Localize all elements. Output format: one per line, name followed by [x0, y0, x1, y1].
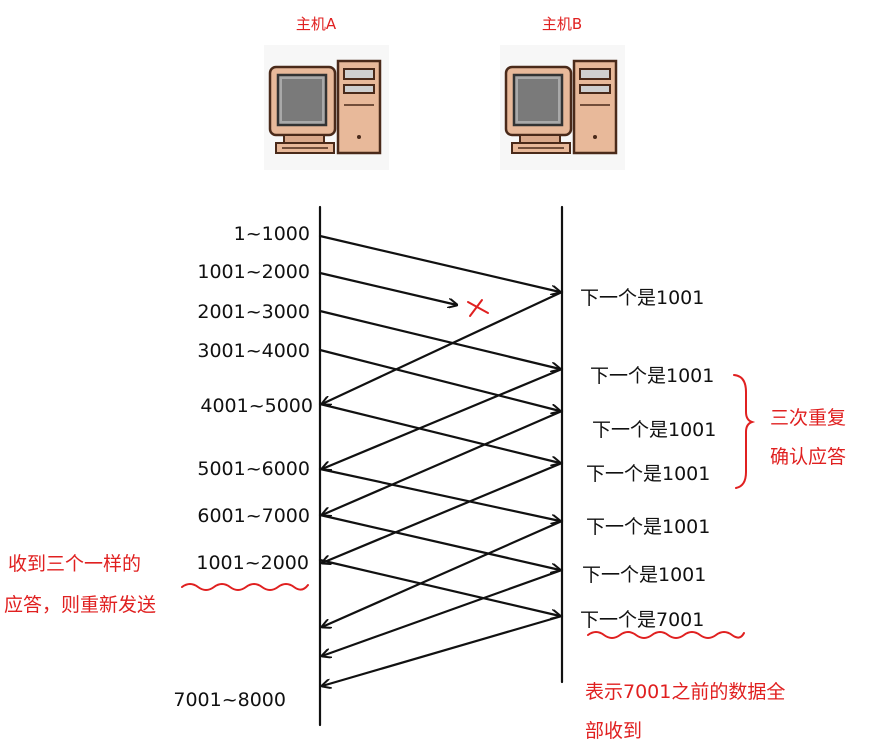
data-arrow [318, 348, 560, 411]
data-arrow [318, 513, 560, 570]
retransmit-arrow [318, 558, 560, 616]
segment-label: 6001~7000 [197, 505, 310, 527]
data-arrow [318, 402, 560, 463]
segment-label: 1~1000 [234, 223, 310, 245]
desktop-computer-icon [264, 45, 389, 170]
lost-data-arrow [318, 271, 457, 305]
ack-label: 下一个是1001 [580, 287, 704, 309]
segment-label: 4001~5000 [200, 395, 313, 417]
triple-ack-note: 三次重复 [770, 407, 846, 429]
host-b-title: 主机B [542, 15, 582, 33]
host-a-title: 主机A [296, 15, 337, 33]
resend-wavy-underline [181, 583, 309, 591]
triple-ack-brace [733, 374, 756, 489]
segment-label: 1001~2000 [197, 261, 310, 283]
ack-arrow [322, 461, 564, 563]
all-received-note: 表示7001之前的数据全 [585, 681, 785, 703]
data-arrow [318, 234, 560, 292]
ack-arrow [322, 409, 564, 515]
resend-note: 应答，则重新发送 [4, 594, 156, 616]
desktop-computer-icon [500, 45, 625, 170]
resend-note: 收到三个一样的 [8, 553, 141, 575]
ack-label: 下一个是7001 [580, 609, 704, 631]
triple-ack-note: 确认应答 [770, 446, 846, 468]
packet-lost-cross-icon [467, 299, 489, 317]
segment-label: 3001~4000 [197, 340, 310, 362]
ack-arrow [322, 614, 564, 686]
ack-label: 下一个是1001 [586, 516, 710, 538]
ack-arrow [322, 290, 564, 404]
ack-label: 下一个是1001 [590, 365, 714, 387]
ack-label: 下一个是1001 [592, 419, 716, 441]
ack-labels: 下一个是1001 下一个是1001 下一个是1001 下一个是1001 下一个是… [580, 287, 716, 631]
data-arrows [318, 234, 560, 616]
ack-label: 下一个是1001 [582, 564, 706, 586]
ack-arrow [322, 519, 564, 627]
ack-label: 下一个是1001 [586, 463, 710, 485]
ack-7001-wavy-underline [587, 631, 745, 639]
data-arrow [318, 309, 560, 369]
segment-label: 1001~2000 [196, 552, 309, 574]
all-received-note: 部收到 [585, 720, 642, 742]
ack-arrow [322, 568, 564, 656]
segment-label: 2001~3000 [197, 301, 310, 323]
ack-arrows [322, 290, 564, 686]
segment-label: 5001~6000 [197, 458, 310, 480]
segment-label: 7001~8000 [173, 689, 286, 711]
ack-arrow [322, 367, 564, 469]
segment-labels: 1~1000 1001~2000 2001~3000 3001~4000 400… [173, 223, 313, 711]
data-arrow [318, 467, 560, 521]
